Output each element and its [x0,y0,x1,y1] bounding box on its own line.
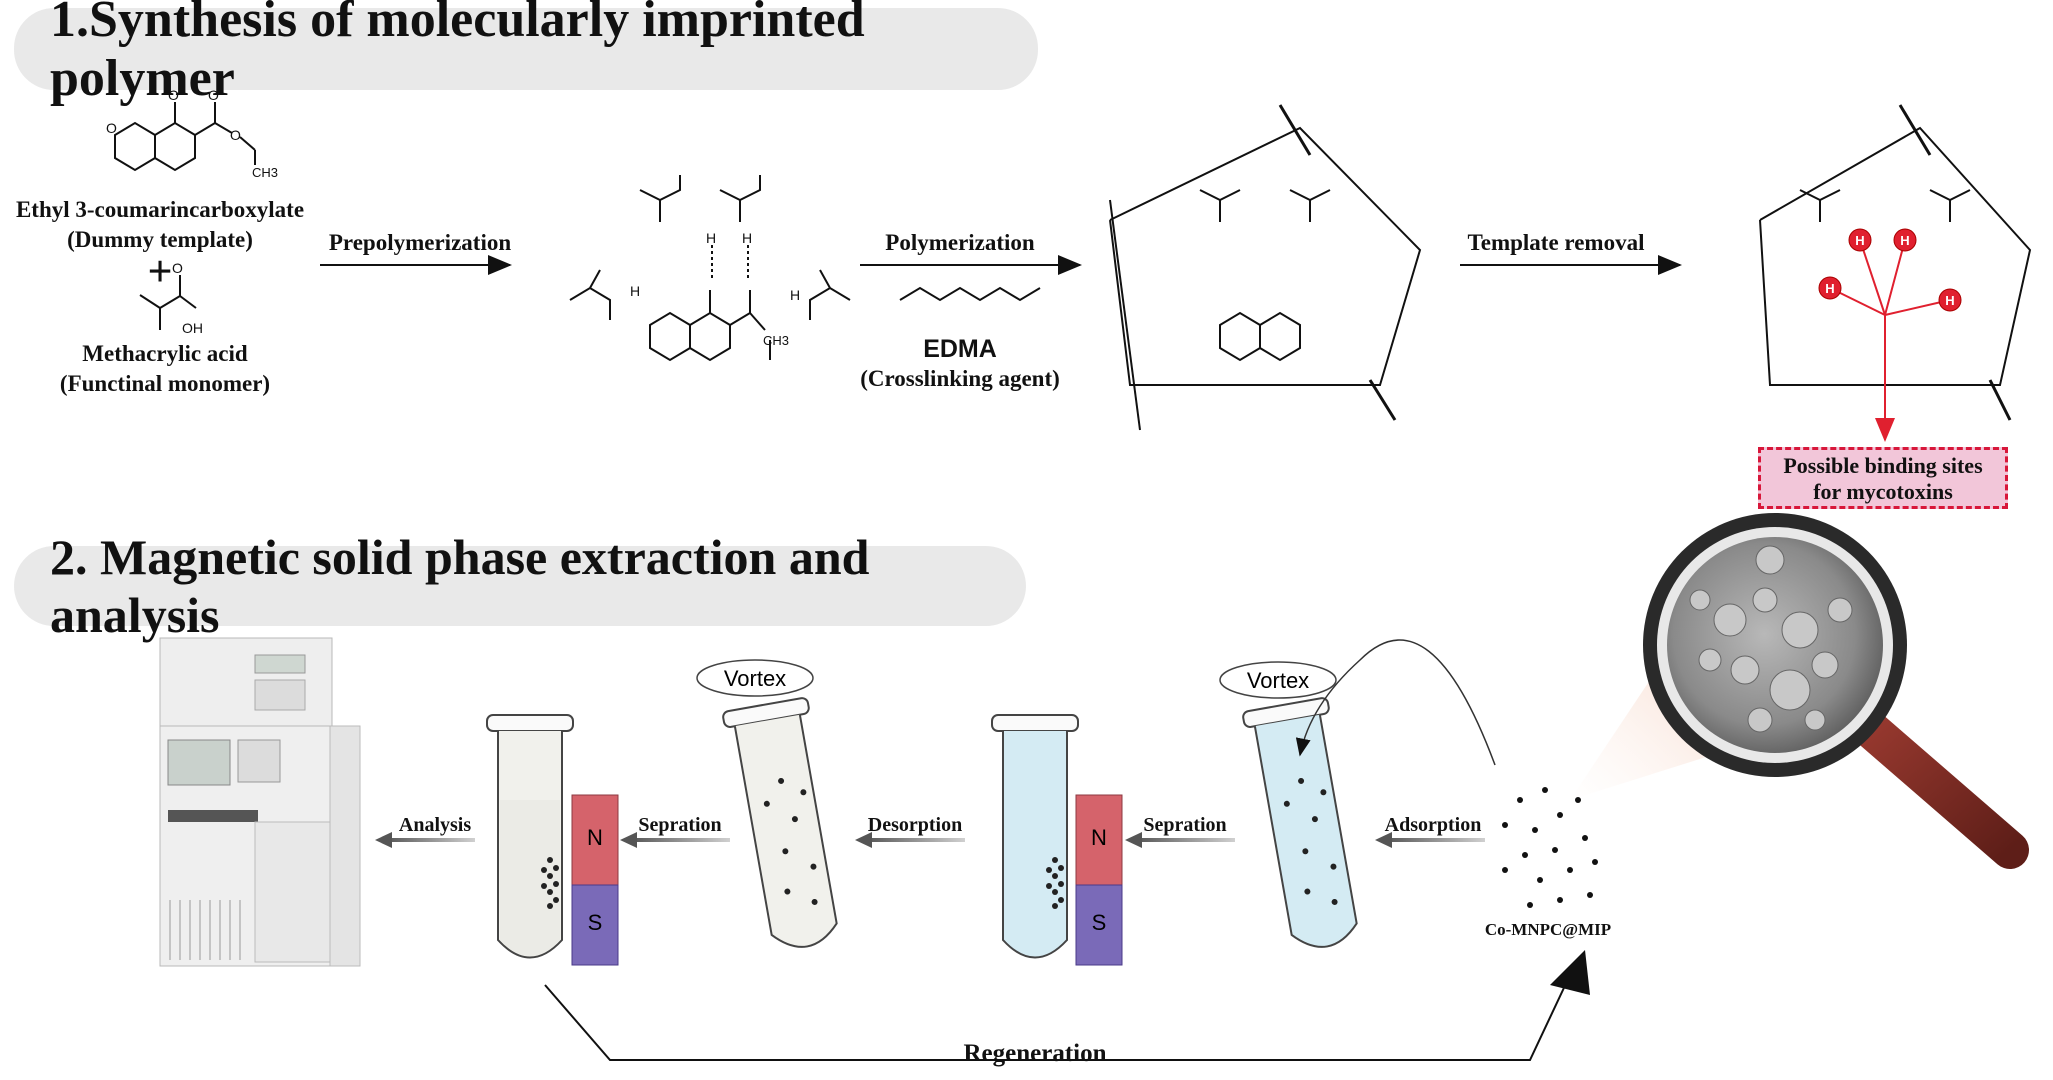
atom-ch3: CH3 [763,333,789,348]
test-tube-icon [486,714,574,959]
hplc-instrument-icon [159,637,361,967]
label-sepration-1: Sepration [638,814,722,836]
atom-o: O [208,87,219,103]
step-polymerization: Polymerization [885,230,1035,255]
test-tube-icon [1242,697,1358,948]
test-tube-icon [991,714,1079,959]
arrow-left-icon [855,832,965,848]
arrow-left-icon [1125,832,1235,848]
atom-ch3: CH3 [252,165,278,180]
atom-h: H [1945,293,1954,308]
magnet-s-label: S [1092,910,1107,935]
polymer-network-1 [1109,104,1422,431]
magnet-n-label: N [1091,825,1107,850]
vortex-icon: Vortex [1219,661,1337,699]
label-material: Co-MNPC@MIP [1484,920,1612,939]
atom-o: O [168,87,179,103]
label-regeneration: Regeneration [963,1040,1107,1067]
methacrylic-acid-structure [139,275,197,330]
arrow-up-icon [1550,950,1590,995]
atom-h: H [1855,233,1864,248]
atom-h: H [1900,233,1909,248]
section-1-title: 1.Synthesis of molecularly imprinted pol… [14,0,1038,107]
binding-sites-line-2: for mycotoxins [1813,479,1953,504]
monomer-name: Methacrylic acid [82,341,248,366]
atom-h: H [706,230,716,246]
binding-site-h [1818,276,1842,300]
template-role: (Dummy template) [67,227,253,252]
polymer-network-2 [1759,104,2032,421]
label-desorption: Desorption [867,814,963,836]
template-name: Ethyl 3-coumarincarboxylate [15,197,305,222]
magnet-n-label: N [587,825,603,850]
binding-sites-box: Possible binding sites for mycotoxins [1758,447,2008,509]
binding-site-h [1848,228,1872,252]
crosslinker-role: (Crosslinking agent) [860,366,1060,391]
magnet-s-label: S [588,910,603,935]
step-prepolymerization: Prepolymerization [328,230,512,255]
plus-sign: + [147,247,173,296]
atom-h: H [790,287,800,303]
complex-in-network [1199,189,1331,362]
atom-o: O [106,120,117,136]
magnet-icon: N S [571,794,619,966]
label-analysis: Analysis [398,814,472,836]
atom-h: H [1825,281,1834,296]
transfer-arrow [1295,639,1496,766]
step-template-removal: Template removal [1467,230,1645,255]
label-sepration-2: Sepration [1143,814,1227,836]
mnp-particles [1502,787,1598,908]
prepolymer-complex [569,175,851,362]
binding-site-h [1938,288,1962,312]
crosslinker-name: EDMA [923,335,997,363]
arrow-left-icon [375,832,475,848]
binding-sites-line-1: Possible binding sites [1783,453,1983,478]
vortex-label: Vortex [724,666,786,691]
atom-oh: OH [182,320,203,336]
vortex-icon: Vortex [696,659,814,697]
test-tube-icon [722,697,838,948]
atom-h: H [630,283,640,299]
regeneration-loop [544,974,1571,1061]
magnifier-icon [1643,513,2029,869]
atom-h: H [742,230,752,246]
atom-o: O [172,260,183,276]
atom-o: O [230,127,241,143]
vortex-label: Vortex [1247,668,1309,693]
arrow-left-icon [1375,832,1485,848]
magnet-icon: N S [1075,794,1123,966]
arrow-left-icon [620,832,730,848]
coumarin-structure [114,102,256,172]
label-adsorption: Adsorption [1384,814,1482,836]
edma-structure [899,286,1041,302]
binding-site-lines [1829,239,1951,442]
binding-site-h [1893,228,1917,252]
monomer-role: (Functinal monomer) [59,371,271,396]
